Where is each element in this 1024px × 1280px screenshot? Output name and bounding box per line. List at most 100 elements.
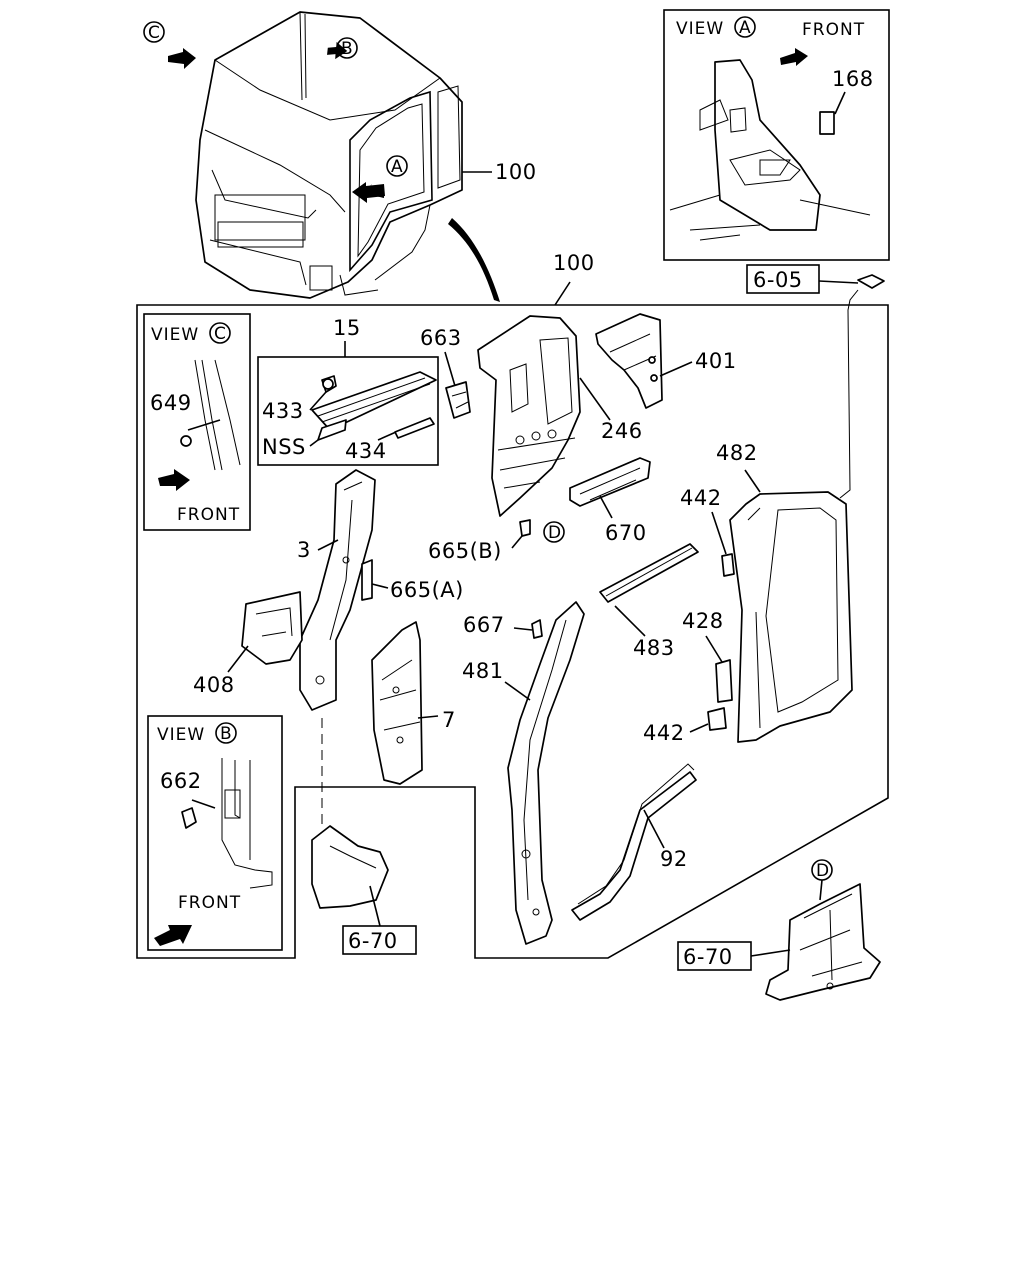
leader-246 [579,377,611,421]
leader-442b [689,723,709,733]
part-7-label: 7 [442,708,456,732]
part-665b-shape [519,519,531,537]
leader-nss [309,439,319,447]
marker-circle-b [336,37,358,59]
view-a-title: VIEW [676,19,724,39]
view-a-marker-circle [734,16,756,38]
leader-605 [818,280,859,284]
part-246-label: 246 [601,419,643,443]
part-15-frame [257,356,439,466]
leader-428 [705,635,723,663]
part-408-bracket [241,591,303,665]
part-401-bracket [595,313,663,409]
part-3-label: 3 [297,538,311,562]
leader-665b [511,535,523,549]
marker-d-circle [543,521,565,543]
part-15-label: 15 [333,316,361,340]
leader-408 [227,645,249,673]
leader-483 [614,605,646,637]
ref-670-left: 6-70 [348,929,398,953]
view-c-leader-649 [187,419,221,431]
marker-circle-a [386,155,408,177]
part-d-floor-bracket [765,883,881,1001]
cab-marker-a: A [391,157,404,177]
leader-442a [711,511,727,555]
view-b-front-arrow-icon [154,925,192,946]
part-92-rail [571,763,697,921]
part-442b-shape [707,707,727,731]
part-482-label: 482 [716,441,758,465]
part-482-panel [729,491,853,743]
part-670-detail [579,467,641,501]
view-c-front-label: FRONT [177,505,240,525]
part-92-label: 92 [660,847,688,871]
view-b-marker: B [220,724,233,744]
cab-label-100: 100 [495,160,537,184]
marker-d-bottom: D [816,861,830,881]
part-408-label: 408 [193,673,235,697]
bolt-605-icon [857,274,885,289]
view-a-frame [663,9,890,261]
part-401-label: 401 [695,349,737,373]
leader-7 [417,715,439,719]
view-a-marker: A [739,18,752,38]
cab-marker-b: B [341,39,354,59]
ref-605-box [746,264,820,294]
part-667-label: 667 [463,613,505,637]
view-c-clip-icon [180,435,192,447]
view-c-title: VIEW [151,325,199,345]
view-c-part-649: 649 [150,391,192,415]
ref-605: 6-05 [753,268,803,292]
leader-670-left [369,885,381,927]
cab-marker-c: C [148,23,161,43]
part-670-shape [569,457,651,507]
part-434-label: 434 [345,439,387,463]
part-481-label: 481 [462,659,504,683]
part-428-label: 428 [682,609,724,633]
leader-assembly-100 [554,281,571,306]
part-665a-label: 665(A) [390,578,464,602]
part-663-detail [451,391,469,409]
part-665b-label: 665(B) [428,539,502,563]
marker-circle-c [143,21,165,43]
marker-d: D [548,523,562,543]
part-483-label: 483 [633,636,675,660]
leader-401 [659,361,693,377]
part-663-label: 663 [420,326,462,350]
part-483-detail [605,547,693,597]
part-667-shape [531,619,543,639]
leader-663 [444,351,456,387]
assembly-boundary [136,304,889,959]
leader-665a [371,583,389,589]
ref-670-right: 6-70 [683,945,733,969]
view-b-front-label: FRONT [178,893,241,913]
part-663-shape [445,381,471,419]
view-b-part-662: 662 [160,769,202,793]
view-a-leader-168 [834,91,846,115]
view-b-frame [147,715,283,951]
part-665a-shape [361,559,373,601]
part-246-panel [477,315,581,517]
view-c-front-arrow-icon [158,469,190,491]
view-c-frame [143,313,251,531]
leader-434 [377,431,397,441]
part-7-panel [371,621,423,785]
view-b-marker-circle [215,722,237,744]
leader-481 [504,681,531,701]
view-b-detail [181,758,273,889]
view-a-detail [669,59,871,241]
view-a-front-label: FRONT [802,20,865,40]
part-442a-label: 442 [680,486,722,510]
cab-illustration [168,11,500,302]
leader-3 [317,539,339,551]
part-481-pillar [507,601,585,945]
part-442b-label: 442 [643,721,685,745]
leader-433 [309,391,327,411]
leader-670 [599,495,613,519]
leader-667 [513,627,533,631]
part-nss-label: NSS [262,435,306,459]
view-a-part-168: 168 [832,67,874,91]
view-b-title: VIEW [157,725,205,745]
leader-d-bottom [819,879,823,901]
